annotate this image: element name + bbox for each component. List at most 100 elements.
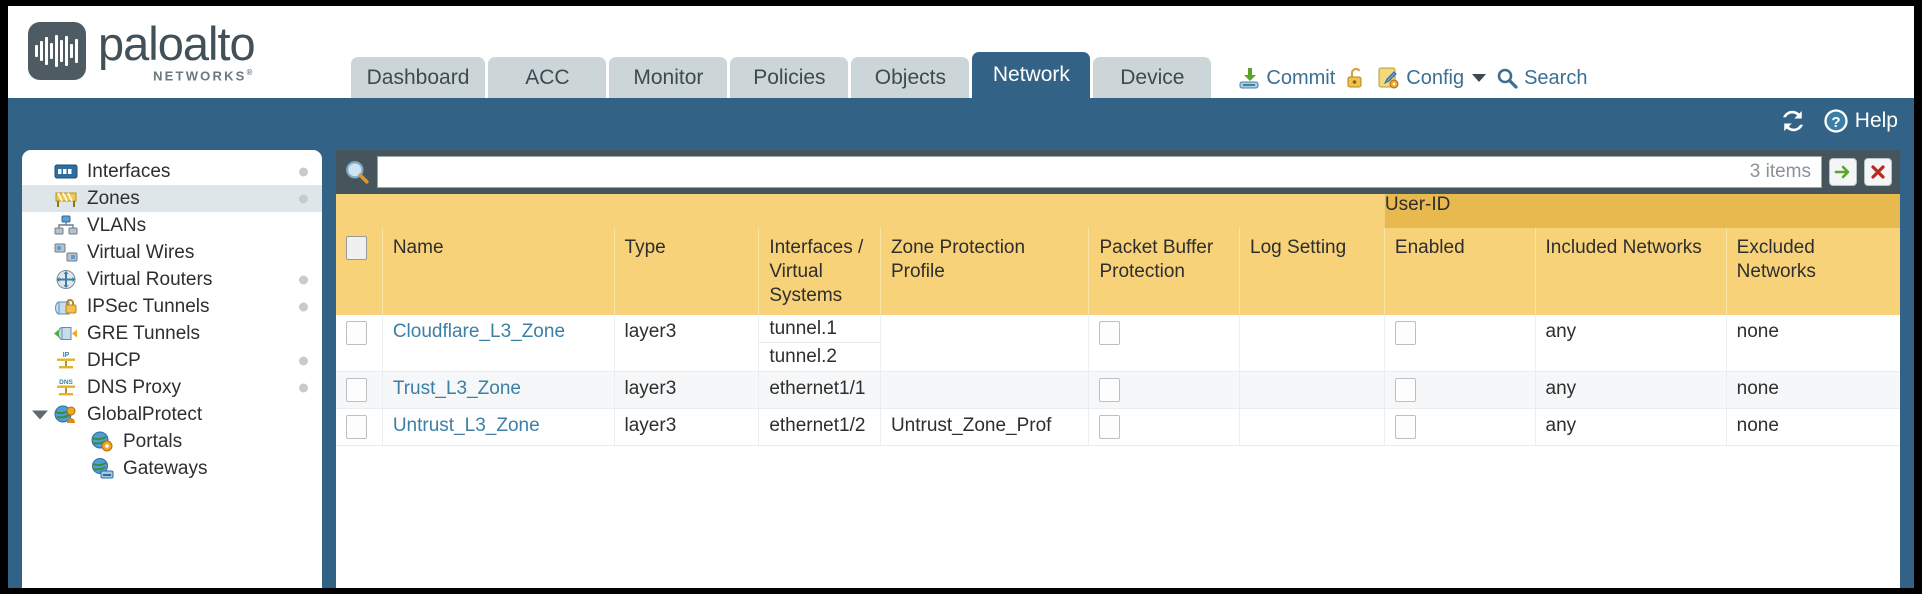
cell-included-networks: any bbox=[1534, 315, 1727, 373]
sidebar-item-zones[interactable]: Zones bbox=[22, 185, 322, 212]
sidebar-item-gre-tunnels[interactable]: GRE Tunnels bbox=[22, 320, 322, 347]
cell-zone-protection-profile bbox=[879, 371, 1089, 410]
band-right-actions: ? Help bbox=[1778, 106, 1898, 136]
row-checkbox[interactable] bbox=[346, 415, 367, 440]
sidebar-item-interfaces[interactable]: Interfaces bbox=[22, 158, 322, 185]
select-all-checkbox[interactable] bbox=[346, 236, 367, 260]
green-arrow-icon bbox=[1834, 165, 1850, 179]
help-button[interactable]: ? Help bbox=[1822, 107, 1898, 135]
column-header-enabled[interactable]: Enabled bbox=[1383, 228, 1536, 316]
packet-buffer-protection-checkbox[interactable] bbox=[1099, 321, 1121, 346]
row-checkbox[interactable] bbox=[346, 321, 367, 346]
sidebar-label: Interfaces bbox=[87, 160, 171, 182]
cell-included-networks: any bbox=[1534, 371, 1727, 410]
tab-monitor[interactable]: Monitor bbox=[609, 57, 728, 98]
column-header-included-networks[interactable]: Included Networks bbox=[1534, 228, 1727, 316]
sub-header-band: ? Help bbox=[8, 98, 1914, 150]
sidebar-label: VLANs bbox=[87, 214, 147, 236]
column-header-log-setting[interactable]: Log Setting bbox=[1239, 228, 1385, 316]
search-icon bbox=[1497, 68, 1518, 89]
red-x-icon bbox=[1871, 165, 1885, 179]
config-label: Config bbox=[1406, 66, 1465, 89]
cell-log-setting bbox=[1239, 371, 1385, 410]
search-icon[interactable] bbox=[344, 159, 370, 185]
column-header-packet-buffer-protection[interactable]: Packet Buffer Protection bbox=[1088, 228, 1240, 316]
search-label: Search bbox=[1524, 66, 1588, 89]
padlock-icon[interactable] bbox=[1344, 66, 1368, 90]
cell-interfaces: ethernet1/1 bbox=[758, 371, 881, 410]
tab-network[interactable]: Network bbox=[972, 52, 1091, 98]
cell-type: layer3 bbox=[613, 315, 759, 373]
search-input-wrapper[interactable]: 3 items bbox=[377, 156, 1822, 188]
config-icon bbox=[1378, 67, 1399, 89]
brand-subtitle: NETWORKS® bbox=[153, 67, 255, 83]
row-select-cell bbox=[336, 315, 383, 373]
sidebar-item-portals[interactable]: Portals bbox=[22, 428, 322, 455]
cell-userid-enabled bbox=[1383, 371, 1536, 410]
expand-collapse-twisty-icon[interactable] bbox=[32, 410, 48, 419]
userid-enabled-checkbox[interactable] bbox=[1394, 378, 1416, 403]
cell-excluded-networks: none bbox=[1725, 408, 1900, 447]
select-all-header bbox=[336, 228, 383, 316]
userid-enabled-checkbox[interactable] bbox=[1394, 321, 1416, 346]
interface-entry: tunnel.1 bbox=[759, 315, 880, 344]
help-circle-icon: ? bbox=[1824, 109, 1848, 133]
refresh-icon[interactable] bbox=[1778, 106, 1808, 136]
sidebar-item-virtual-wires[interactable]: Virtual Wires bbox=[22, 239, 322, 266]
zone-name-link[interactable]: Untrust_L3_Zone bbox=[392, 415, 540, 437]
tab-dashboard[interactable]: Dashboard bbox=[350, 57, 486, 98]
gateways-icon bbox=[92, 458, 114, 479]
sidebar-label: DHCP bbox=[87, 349, 141, 371]
tab-acc[interactable]: ACC bbox=[488, 57, 607, 98]
column-header-zone-protection-profile[interactable]: Zone Protection Profile bbox=[879, 228, 1089, 316]
column-header-name[interactable]: Name bbox=[381, 228, 615, 316]
svg-text:?: ? bbox=[1831, 114, 1840, 131]
column-header-type[interactable]: Type bbox=[613, 228, 759, 316]
table-row[interactable]: Untrust_L3_Zone layer3 ethernet1/2 Untru… bbox=[336, 408, 1900, 447]
clear-filter-button[interactable] bbox=[1864, 158, 1892, 186]
sidebar-item-gateways[interactable]: Gateways bbox=[22, 455, 322, 482]
sidebar-item-ipsec-tunnels[interactable]: IPSec Tunnels bbox=[22, 293, 322, 320]
cell-zone-protection-profile: Untrust_Zone_Prof bbox=[879, 408, 1089, 447]
search-input[interactable] bbox=[388, 161, 1742, 183]
zone-name-link[interactable]: Cloudflare_L3_Zone bbox=[392, 321, 566, 343]
packet-buffer-protection-checkbox[interactable] bbox=[1099, 378, 1121, 403]
table-row[interactable]: Cloudflare_L3_Zone layer3 tunnel.1 tunne… bbox=[336, 315, 1900, 373]
column-header-excluded-networks[interactable]: Excluded Networks bbox=[1725, 228, 1900, 316]
vlans-icon bbox=[54, 215, 78, 235]
body-area: Interfaces Zones bbox=[8, 150, 1914, 588]
tab-device[interactable]: Device bbox=[1093, 57, 1212, 98]
sidebar-item-virtual-routers[interactable]: Virtual Routers bbox=[22, 266, 322, 293]
zone-name-link[interactable]: Trust_L3_Zone bbox=[392, 378, 521, 400]
row-checkbox[interactable] bbox=[346, 378, 367, 403]
table-row[interactable]: Trust_L3_Zone layer3 ethernet1/1 any bbox=[336, 371, 1900, 410]
main-navigation-tabs: Dashboard ACC Monitor Policies Objects N… bbox=[350, 52, 1212, 98]
row-select-cell bbox=[336, 371, 383, 410]
tab-policies[interactable]: Policies bbox=[730, 57, 849, 98]
sidebar-label: Virtual Routers bbox=[87, 268, 213, 290]
cell-log-setting bbox=[1239, 315, 1385, 373]
sidebar-dot-marker bbox=[299, 275, 308, 284]
tab-objects[interactable]: Objects bbox=[851, 57, 970, 98]
sidebar-label: IPSec Tunnels bbox=[87, 295, 210, 317]
sidebar-label: Zones bbox=[87, 187, 140, 209]
sidebar-item-dns-proxy[interactable]: DNS DNS Proxy bbox=[22, 374, 322, 401]
packet-buffer-protection-checkbox[interactable] bbox=[1099, 415, 1121, 440]
commit-button[interactable]: Commit bbox=[1237, 66, 1335, 90]
sidebar-dot-marker bbox=[299, 356, 308, 365]
sidebar-item-dhcp[interactable]: IP DHCP bbox=[22, 347, 322, 374]
config-menu-button[interactable]: Config bbox=[1377, 66, 1487, 90]
cell-userid-enabled bbox=[1383, 408, 1536, 447]
sidebar-item-vlans[interactable]: VLANs bbox=[22, 212, 322, 239]
gre-tunnels-icon bbox=[54, 327, 77, 340]
userid-enabled-checkbox[interactable] bbox=[1394, 415, 1416, 440]
commit-label: Commit bbox=[1266, 66, 1336, 89]
header-action-links: Commit Config bbox=[1237, 66, 1587, 90]
sidebar-item-globalprotect[interactable]: GlobalProtect bbox=[22, 401, 322, 428]
search-button[interactable]: Search bbox=[1495, 66, 1587, 90]
apply-filter-button[interactable] bbox=[1829, 158, 1857, 186]
sidebar-label: DNS Proxy bbox=[87, 376, 181, 398]
globalprotect-icon bbox=[54, 405, 76, 423]
column-header-interfaces[interactable]: Interfaces / Virtual Systems bbox=[758, 228, 881, 316]
virtual-routers-icon bbox=[56, 270, 76, 289]
